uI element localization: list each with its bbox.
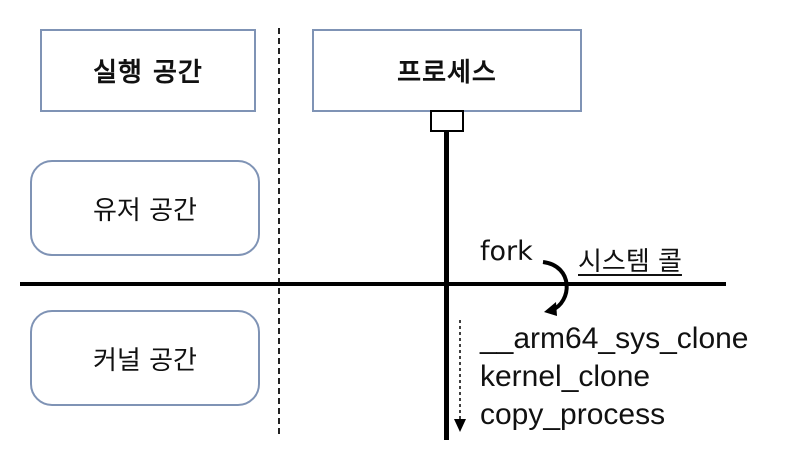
process-header: 프로세스	[312, 29, 582, 112]
system-call-label: 시스템 콜	[578, 247, 682, 277]
user-space-box: 유저 공간	[30, 160, 260, 256]
kernel-call-item: kernel_clone	[480, 360, 651, 393]
execution-space-header: 실행 공간	[40, 29, 256, 112]
user-space-label: 유저 공간	[93, 195, 197, 226]
call-chain-arrow-head	[454, 419, 466, 432]
user-kernel-boundary-line	[20, 282, 726, 286]
kernel-call-list: __arm64_sys_clone kernel_clone copy_proc…	[480, 320, 749, 434]
execution-space-header-label: 실행 공간	[93, 58, 203, 88]
process-lifeline-head	[430, 110, 464, 132]
process-lifeline	[444, 132, 449, 440]
kernel-call-item: copy_process	[480, 398, 666, 431]
fork-arrow-head	[544, 302, 557, 316]
kernel-call-item: __arm64_sys_clone	[480, 322, 749, 355]
fork-label: fork	[480, 236, 533, 267]
fork-curved-arrow	[542, 260, 569, 312]
process-header-label: 프로세스	[397, 58, 497, 88]
kernel-space-box: 커널 공간	[30, 310, 260, 406]
kernel-space-label: 커널 공간	[93, 345, 197, 376]
space-divider-dashed-line	[278, 28, 280, 434]
